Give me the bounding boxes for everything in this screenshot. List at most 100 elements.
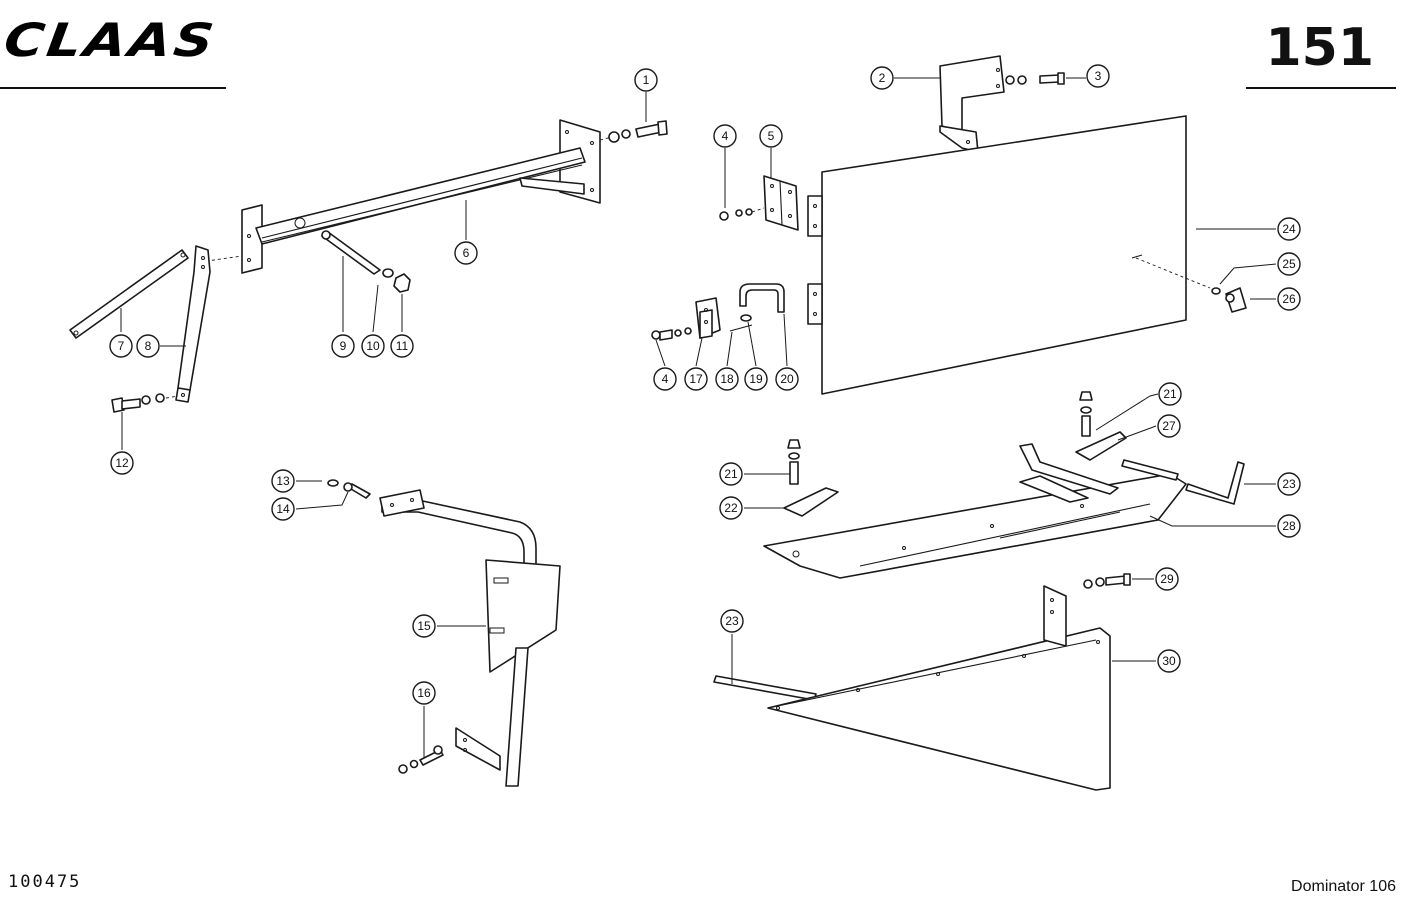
bolt-set-21-left <box>787 439 801 485</box>
svg-text:7: 7 <box>118 339 125 353</box>
callout-20[interactable]: 20 <box>775 367 799 391</box>
callout-4-bottom[interactable]: 4 <box>653 367 677 391</box>
callout-21-upper[interactable]: 21 <box>1158 382 1182 406</box>
callout-10[interactable]: 10 <box>361 334 385 358</box>
svg-text:25: 25 <box>1282 257 1296 271</box>
washer-10 <box>382 268 394 278</box>
svg-text:19: 19 <box>749 372 763 386</box>
callout-12[interactable]: 12 <box>110 451 134 475</box>
hinge-5 <box>763 175 799 231</box>
svg-text:26: 26 <box>1282 292 1296 306</box>
svg-text:28: 28 <box>1282 519 1296 533</box>
strut-7 <box>69 249 189 339</box>
svg-text:13: 13 <box>276 474 290 488</box>
svg-text:27: 27 <box>1162 419 1176 433</box>
svg-text:22: 22 <box>724 501 738 515</box>
cover-panel-24 <box>807 115 1211 395</box>
nut-11 <box>393 273 411 293</box>
svg-text:9: 9 <box>340 339 347 353</box>
svg-text:4: 4 <box>662 372 669 386</box>
svg-text:5: 5 <box>768 129 775 143</box>
callout-14[interactable]: 14 <box>271 497 295 521</box>
svg-text:23: 23 <box>1282 477 1296 491</box>
svg-text:2: 2 <box>879 71 886 85</box>
svg-text:30: 30 <box>1162 654 1176 668</box>
clip-22 <box>783 487 839 517</box>
bracket-17 <box>695 297 721 339</box>
callout-9[interactable]: 9 <box>331 334 355 358</box>
triangle-panel-30 <box>767 627 1111 791</box>
callout-28[interactable]: 28 <box>1277 514 1301 538</box>
strut-8 <box>175 245 211 403</box>
bolt-set-21-right <box>1079 391 1093 437</box>
callout-3[interactable]: 3 <box>1086 64 1110 88</box>
svg-text:12: 12 <box>115 456 129 470</box>
callout-26[interactable]: 26 <box>1277 287 1301 311</box>
callout-6[interactable]: 6 <box>454 241 478 265</box>
callout-21-lower[interactable]: 21 <box>719 462 743 486</box>
page-number: 151 <box>1265 18 1374 78</box>
callout-13[interactable]: 13 <box>271 469 295 493</box>
latch-set-25-26 <box>1211 287 1247 313</box>
callout-1[interactable]: 1 <box>634 68 658 92</box>
tube-assembly <box>199 119 601 274</box>
bracket-30 <box>1043 585 1067 647</box>
callout-27[interactable]: 27 <box>1157 414 1181 438</box>
svg-text:21: 21 <box>724 467 738 481</box>
washer-19 <box>740 314 752 322</box>
callout-30[interactable]: 30 <box>1157 649 1181 673</box>
callout-23-right[interactable]: 23 <box>1277 472 1301 496</box>
svg-text:29: 29 <box>1160 572 1174 586</box>
header-rule-right <box>1246 87 1396 89</box>
svg-text:20: 20 <box>780 372 794 386</box>
callout-25[interactable]: 25 <box>1277 252 1301 276</box>
clip-27 <box>1075 431 1127 461</box>
callout-19[interactable]: 19 <box>744 367 768 391</box>
callout-15[interactable]: 15 <box>412 614 436 638</box>
callout-29[interactable]: 29 <box>1155 567 1179 591</box>
svg-text:21: 21 <box>1163 387 1177 401</box>
svg-text:8: 8 <box>145 339 152 353</box>
svg-text:18: 18 <box>720 372 734 386</box>
callout-5[interactable]: 5 <box>759 124 783 148</box>
model-name: Dominator 106 <box>1291 878 1396 895</box>
bolt-set-12 <box>111 393 179 413</box>
leader-lines <box>120 77 1277 758</box>
callout-18[interactable]: 18 <box>715 367 739 391</box>
svg-text:3: 3 <box>1095 69 1102 83</box>
svg-text:23: 23 <box>725 614 739 628</box>
svg-text:1: 1 <box>643 73 650 87</box>
rod-23-upper <box>1121 459 1245 505</box>
callout-11[interactable]: 11 <box>390 334 414 358</box>
callout-22[interactable]: 22 <box>719 496 743 520</box>
pin-9 <box>321 230 381 275</box>
bolt-washer-set-1 <box>599 120 668 143</box>
callout-4-top[interactable]: 4 <box>713 124 737 148</box>
callout-17[interactable]: 17 <box>684 367 708 391</box>
svg-text:4: 4 <box>722 129 729 143</box>
svg-text:10: 10 <box>366 339 380 353</box>
rod-23-lower <box>713 675 817 701</box>
bolt-set-13-14 <box>327 479 371 499</box>
bolt-set-16 <box>398 745 444 774</box>
callout-24[interactable]: 24 <box>1277 217 1301 241</box>
svg-text:6: 6 <box>463 246 470 260</box>
handle-20 <box>739 283 785 313</box>
svg-text:16: 16 <box>417 686 431 700</box>
callout-2[interactable]: 2 <box>870 66 894 90</box>
bent-rod-assembly <box>379 489 561 787</box>
svg-text:14: 14 <box>276 502 290 516</box>
screw-set-4-top <box>719 207 765 221</box>
document-number: 100475 <box>8 872 82 892</box>
callout-16[interactable]: 16 <box>412 681 436 705</box>
header-rule-left <box>0 87 226 89</box>
screw-set-4-bottom <box>651 327 692 341</box>
bolt-set-29 <box>1083 573 1131 589</box>
callout-8[interactable]: 8 <box>136 334 160 358</box>
bracket-2 <box>939 55 1005 153</box>
callout-23-left[interactable]: 23 <box>720 609 744 633</box>
svg-text:17: 17 <box>689 372 703 386</box>
svg-text:24: 24 <box>1282 222 1296 236</box>
callout-7[interactable]: 7 <box>109 334 133 358</box>
